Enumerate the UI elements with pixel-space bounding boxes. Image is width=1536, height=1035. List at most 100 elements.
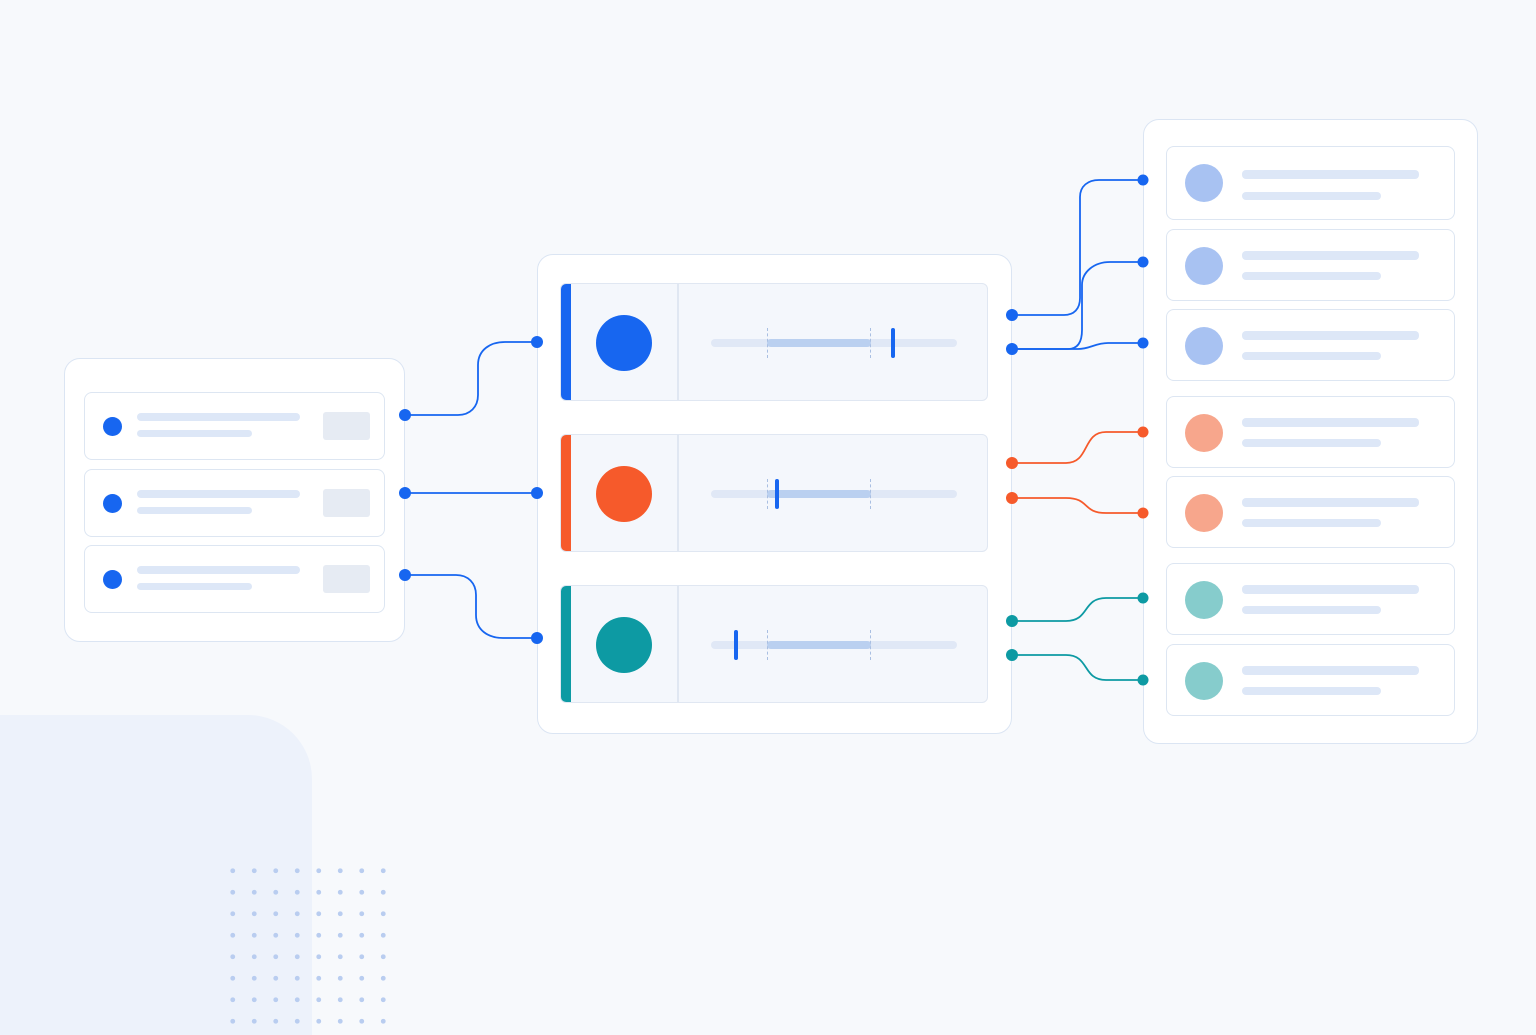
connector-port — [531, 632, 543, 644]
connector-port — [1006, 457, 1018, 469]
connector-port — [1137, 256, 1149, 268]
connector-line — [405, 574, 537, 639]
slider-range — [767, 339, 871, 347]
connector-port — [1006, 649, 1018, 661]
slider-handle[interactable] — [891, 328, 896, 358]
accent-bar — [561, 435, 571, 551]
divider — [677, 284, 679, 400]
range-marker — [870, 479, 871, 509]
connector-port — [1137, 674, 1149, 686]
status-dot-icon — [103, 494, 122, 513]
processor-row[interactable] — [560, 283, 988, 401]
connector-port — [1006, 343, 1018, 355]
text-placeholder — [137, 583, 252, 590]
source-card[interactable] — [84, 545, 385, 613]
connector-line — [405, 341, 537, 416]
connector-line — [1012, 654, 1143, 681]
source-card[interactable] — [84, 469, 385, 537]
avatar-icon — [1185, 327, 1223, 365]
avatar-icon — [1185, 247, 1223, 285]
text-placeholder — [1242, 666, 1419, 675]
avatar-icon — [1185, 494, 1223, 532]
slider-handle[interactable] — [733, 630, 738, 660]
text-placeholder — [137, 413, 300, 421]
accent-bar — [561, 586, 571, 702]
connector-line — [1012, 342, 1143, 350]
text-placeholder — [1242, 439, 1381, 447]
range-marker — [767, 630, 768, 660]
range-slider[interactable] — [711, 328, 957, 358]
connector-port — [1137, 337, 1149, 349]
range-slider[interactable] — [711, 479, 957, 509]
connector-port — [531, 336, 543, 348]
connector-port — [531, 487, 543, 499]
dot-grid-pattern — [222, 860, 392, 1030]
divider — [677, 435, 679, 551]
range-marker — [767, 328, 768, 358]
node-circle-icon — [596, 466, 652, 522]
avatar-icon — [1185, 662, 1223, 700]
connector-line — [1012, 597, 1143, 622]
target-card[interactable] — [1166, 146, 1455, 220]
avatar-icon — [1185, 414, 1223, 452]
processor-panel — [537, 254, 1012, 734]
text-placeholder — [1242, 251, 1419, 260]
connector-port — [1006, 309, 1018, 321]
connector-port — [1137, 174, 1149, 186]
text-placeholder — [1242, 170, 1419, 179]
text-placeholder — [1242, 352, 1381, 360]
thumbnail-placeholder — [323, 489, 370, 517]
text-placeholder — [1242, 498, 1419, 507]
source-card[interactable] — [84, 392, 385, 460]
target-card[interactable] — [1166, 396, 1455, 468]
connector-port — [1006, 615, 1018, 627]
text-placeholder — [1242, 418, 1419, 427]
text-placeholder — [137, 566, 300, 574]
processor-row[interactable] — [560, 434, 988, 552]
accent-bar — [561, 284, 571, 400]
connector-port — [399, 409, 411, 421]
divider — [677, 586, 679, 702]
target-card[interactable] — [1166, 309, 1455, 381]
node-circle-icon — [596, 315, 652, 371]
text-placeholder — [1242, 606, 1381, 614]
thumbnail-placeholder — [323, 565, 370, 593]
text-placeholder — [137, 507, 252, 514]
connector-port — [1137, 426, 1149, 438]
text-placeholder — [1242, 519, 1381, 527]
thumbnail-placeholder — [323, 412, 370, 440]
target-card[interactable] — [1166, 229, 1455, 301]
connector-line — [1012, 497, 1143, 514]
connector-port — [1137, 592, 1149, 604]
avatar-icon — [1185, 581, 1223, 619]
connector-line — [1012, 179, 1143, 316]
target-card[interactable] — [1166, 563, 1455, 635]
status-dot-icon — [103, 570, 122, 589]
status-dot-icon — [103, 417, 122, 436]
slider-range — [767, 490, 871, 498]
range-marker — [767, 479, 768, 509]
avatar-icon — [1185, 164, 1223, 202]
range-marker — [870, 630, 871, 660]
range-slider[interactable] — [711, 630, 957, 660]
connector-line — [1012, 431, 1143, 464]
node-circle-icon — [596, 617, 652, 673]
target-panel — [1143, 119, 1478, 744]
text-placeholder — [1242, 272, 1381, 280]
connector-port — [399, 569, 411, 581]
slider-range — [767, 641, 871, 649]
processor-row[interactable] — [560, 585, 988, 703]
text-placeholder — [137, 490, 300, 498]
source-panel — [64, 358, 405, 642]
target-card[interactable] — [1166, 476, 1455, 548]
target-card[interactable] — [1166, 644, 1455, 716]
text-placeholder — [137, 430, 252, 437]
text-placeholder — [1242, 687, 1381, 695]
text-placeholder — [1242, 192, 1381, 200]
connector-port — [1137, 507, 1149, 519]
connector-port — [399, 487, 411, 499]
slider-handle[interactable] — [775, 479, 780, 509]
connector-line — [1012, 261, 1143, 350]
text-placeholder — [1242, 331, 1419, 340]
